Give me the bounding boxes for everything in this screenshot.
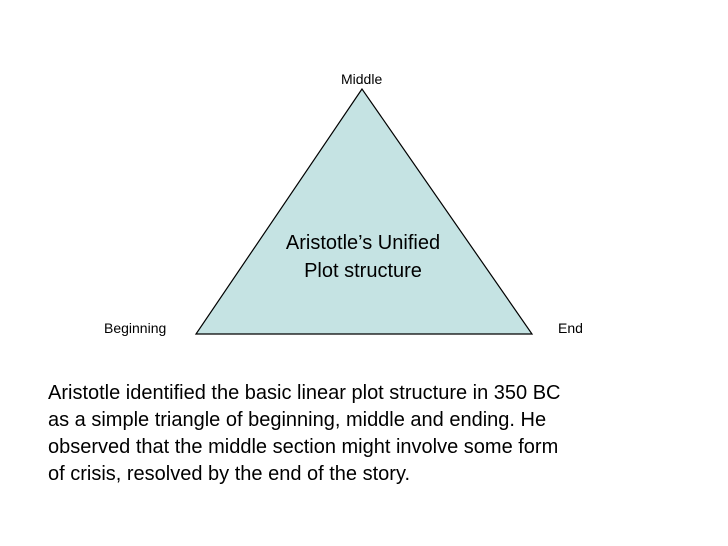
triangle-title: Aristotle’s Unified Plot structure <box>252 229 474 285</box>
plot-structure-diagram: Middle Beginning End Aristotle’s Unified… <box>104 71 583 336</box>
plot-triangle <box>194 87 534 335</box>
triangle-svg <box>194 87 534 335</box>
caption-paragraph: Aristotle identified the basic linear pl… <box>48 380 688 488</box>
vertex-label-middle: Middle <box>341 71 383 87</box>
caption-line-1: Aristotle identified the basic linear pl… <box>48 382 561 404</box>
triangle-title-line-1: Aristotle’s Unified <box>285 232 441 254</box>
caption-line-3: observed that the middle section might i… <box>48 436 559 458</box>
vertex-label-end: End <box>558 320 583 336</box>
triangle-title-line-2: Plot structure <box>304 260 422 282</box>
vertex-label-beginning: Beginning <box>104 320 167 336</box>
caption-line-2: as a simple triangle of beginning, middl… <box>48 409 547 431</box>
caption-line-4: of crisis, resolved by the end of the st… <box>48 463 411 485</box>
